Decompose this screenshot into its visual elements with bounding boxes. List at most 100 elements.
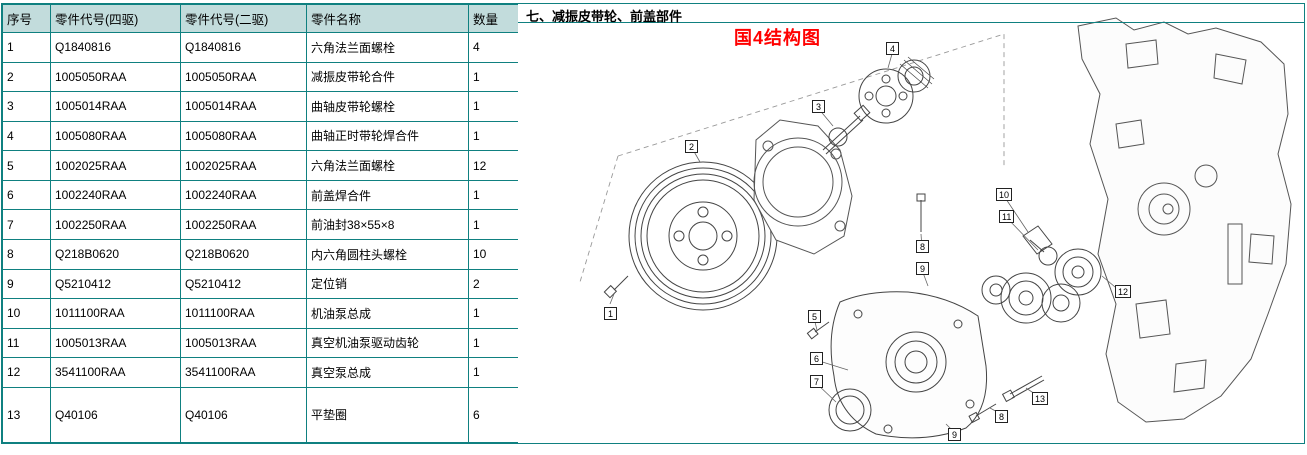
table-header-row: 序号 零件代号(四驱) 零件代号(二驱) 零件名称 数量: [2, 4, 519, 33]
part-code-4wd: 1002025RAA: [50, 150, 181, 181]
part-code-4wd: Q5210412: [50, 268, 181, 300]
quantity: 1: [468, 179, 519, 211]
crank-bolt-drawing: [822, 104, 871, 155]
part-code-2wd: Q218B0620: [180, 238, 307, 270]
part-name: 真空泵总成: [306, 357, 469, 388]
part-name: 六角法兰面螺栓: [306, 32, 469, 63]
bracket-plate-drawing: [753, 119, 853, 255]
part-code-4wd: 1005050RAA: [50, 61, 181, 93]
pump-gears-drawing: [981, 225, 1081, 324]
part-code-4wd: 3541100RAA: [50, 357, 181, 388]
part-name: 曲轴皮带轮螺栓: [306, 91, 469, 122]
part-name: 前盖焊合件: [306, 179, 469, 211]
row-serial: 13: [2, 386, 51, 444]
quantity: 1: [468, 327, 519, 359]
part-code-4wd: 1002240RAA: [50, 179, 181, 211]
col-header-code-2wd: 零件代号(二驱): [180, 4, 307, 33]
row-serial: 10: [2, 298, 51, 329]
part-name: 内六角圆柱头螺栓: [306, 238, 469, 270]
row-serial: 12: [2, 357, 51, 388]
col-header-part-name: 零件名称: [306, 4, 469, 33]
row-serial: 9: [2, 268, 51, 300]
row-serial: 11: [2, 327, 51, 359]
part-name: 六角法兰面螺栓: [306, 150, 469, 181]
title-divider: [518, 22, 1304, 23]
engine-block-outline: [1077, 17, 1292, 423]
part-code-2wd: 1002250RAA: [180, 209, 307, 240]
vacuum-pump-drawing: [1054, 248, 1102, 296]
quantity: 1: [468, 91, 519, 122]
part-code-2wd: 1005013RAA: [180, 327, 307, 359]
front-cover-drawing: [828, 291, 988, 439]
part-code-2wd: 3541100RAA: [180, 357, 307, 388]
part-name: 定位销: [306, 268, 469, 300]
part-name: 平垫圈: [306, 386, 469, 444]
quantity: 1: [468, 61, 519, 93]
part-name: 前油封38×55×8: [306, 209, 469, 240]
part-code-4wd: Q218B0620: [50, 238, 181, 270]
part-code-4wd: Q40106: [50, 386, 181, 444]
diagram-variant-label: 国4结构图: [734, 28, 822, 48]
row-serial: 4: [2, 120, 51, 152]
row-serial: 3: [2, 91, 51, 122]
part-name: 曲轴正时带轮焊合件: [306, 120, 469, 152]
row-serial: 2: [2, 61, 51, 93]
section-title: 七、减振皮带轮、前盖部件: [526, 9, 683, 24]
quantity: 1: [468, 209, 519, 240]
exploded-diagram: [579, 17, 1292, 439]
part-name: 真空机油泵驱动齿轮: [306, 327, 469, 359]
quantity: 2: [468, 268, 519, 300]
part-code-2wd: 1011100RAA: [180, 298, 307, 329]
part-code-4wd: 1005014RAA: [50, 91, 181, 122]
part-name: 减振皮带轮合件: [306, 61, 469, 93]
quantity: 1: [468, 120, 519, 152]
quantity: 10: [468, 238, 519, 270]
row-serial: 8: [2, 238, 51, 270]
row-serial: 5: [2, 150, 51, 181]
part-code-2wd: 1002025RAA: [180, 150, 307, 181]
col-header-code-4wd: 零件代号(四驱): [50, 4, 181, 33]
part-code-2wd: 1005050RAA: [180, 61, 307, 93]
row-serial: 1: [2, 32, 51, 63]
part-code-2wd: 1005080RAA: [180, 120, 307, 152]
quantity: 6: [468, 386, 519, 444]
part-code-4wd: 1005013RAA: [50, 327, 181, 359]
part-name: 机油泵总成: [306, 298, 469, 329]
quantity: 12: [468, 150, 519, 181]
quantity: 1: [468, 298, 519, 329]
part-code-4wd: 1011100RAA: [50, 298, 181, 329]
part-code-4wd: 1005080RAA: [50, 120, 181, 152]
row-serial: 7: [2, 209, 51, 240]
part-code-2wd: 1005014RAA: [180, 91, 307, 122]
row-serial: 6: [2, 179, 51, 211]
timing-pulley-drawing: [858, 56, 935, 124]
quantity: 4: [468, 32, 519, 63]
part-code-2wd: Q40106: [180, 386, 307, 444]
part-code-2wd: 1002240RAA: [180, 179, 307, 211]
part-code-4wd: Q1840816: [50, 32, 181, 63]
quantity: 1: [468, 357, 519, 388]
dashed-boundary: [579, 33, 1005, 283]
col-header-serial: 序号: [2, 4, 51, 33]
part-code-2wd: Q1840816: [180, 32, 307, 63]
small-bolts-drawing: [603, 193, 926, 340]
part-code-4wd: 1002250RAA: [50, 209, 181, 240]
col-header-quantity: 数量: [468, 4, 519, 33]
